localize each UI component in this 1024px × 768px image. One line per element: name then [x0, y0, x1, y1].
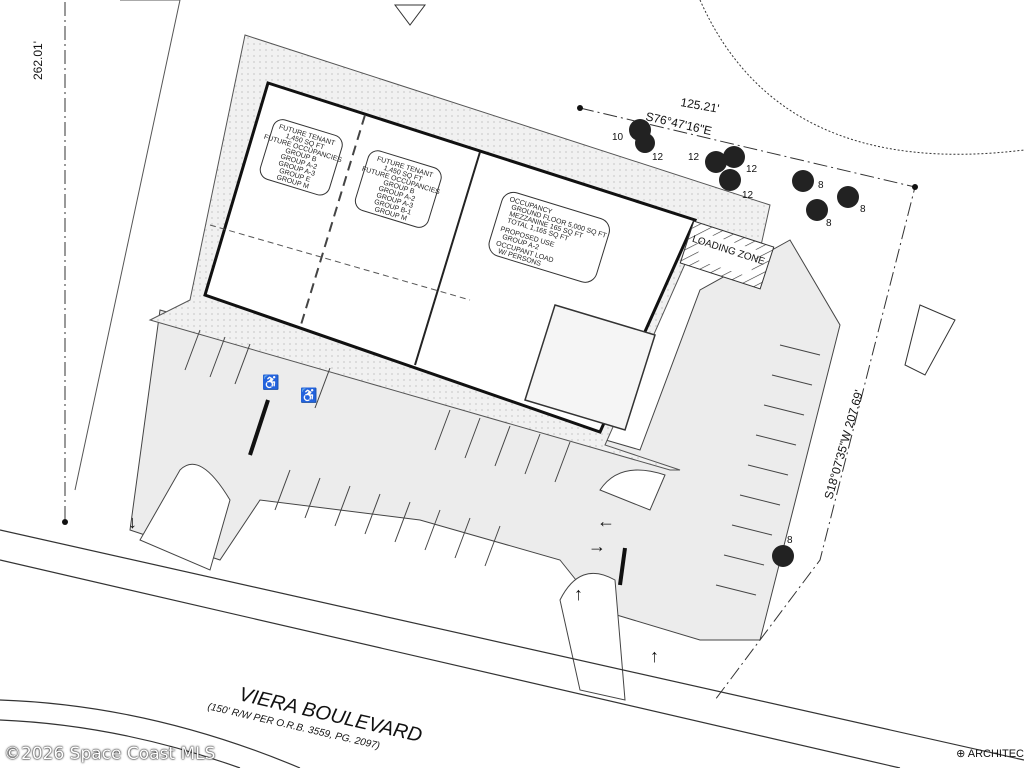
trees: [629, 119, 859, 567]
svg-text:12: 12: [742, 190, 754, 201]
north-line-bearing: S76°47'16"E: [644, 109, 713, 138]
tree-icon: [719, 169, 741, 191]
road-edge: [0, 559, 901, 768]
accessible-parking-icon: ♿: [300, 387, 317, 404]
landscape-island: [599, 469, 666, 511]
parking-stalls: [184, 329, 821, 596]
svg-text:8: 8: [860, 204, 866, 215]
road-edge: [0, 529, 1024, 761]
north-arrow-icon: ⊕: [956, 748, 968, 760]
interior-rooms: [524, 304, 656, 431]
tree-size-labels: 10 12 12 12 12 8 8 8 8: [612, 132, 866, 546]
loading-zone: LOADING ZONE: [679, 220, 775, 290]
accessible-parking-icon: ♿: [262, 374, 279, 391]
svg-text:12: 12: [652, 152, 664, 163]
road-median: [0, 699, 301, 768]
tree-icon: [705, 151, 727, 173]
road-label: VIERA BOULEVARD (150' R/W PER O.R.B. 355…: [206, 683, 424, 751]
tree-icon: [806, 199, 828, 221]
east-line-dimension: S18°07'35"W 207.69': [821, 388, 866, 501]
occupancy-box: OCCUPANCYGROUND FLOOR 5,000 SQ FTMEZZANI…: [488, 191, 610, 283]
mezzanine-line: [209, 224, 471, 301]
svg-text:10: 10: [612, 132, 624, 143]
landscape-island: [139, 463, 231, 571]
architect-label: ⊕ ARCHITEC: [956, 748, 1024, 760]
landscape-island: [559, 572, 626, 701]
tree-icon: [837, 186, 859, 208]
tenant-box-1: FUTURE TENANT1,450 SQ FTFUTURE OCCUPANCI…: [259, 119, 343, 196]
arrow-left-icon: ←: [597, 511, 615, 531]
arrow-up-icon: ↑: [650, 646, 659, 666]
svg-text:12: 12: [688, 152, 700, 163]
svg-text:8: 8: [826, 218, 832, 229]
tenant-divider: [299, 114, 366, 329]
property-line: [64, 0, 916, 701]
svg-text:8: 8: [787, 535, 793, 546]
tree-icon: [635, 133, 655, 153]
tenant-wall: [414, 151, 481, 366]
arrow-right-icon: →: [588, 536, 606, 556]
arrow-down-icon: ↓: [128, 512, 137, 532]
tree-icon: [723, 146, 745, 168]
tree-icon: [772, 545, 794, 567]
svg-text:12: 12: [746, 164, 758, 175]
north-line-length: 125.21': [679, 95, 720, 116]
svg-text:8: 8: [818, 180, 824, 191]
tree-icon: [792, 170, 814, 192]
watermark: ©2026 Space Coast MLS: [4, 744, 216, 764]
tenant-box-2: FUTURE TENANT1,450 SQ FTFUTURE OCCUPANCI…: [354, 150, 442, 228]
parking-lot: [129, 239, 841, 641]
west-line-dimension: 262.01': [31, 41, 45, 80]
traffic-arrows: ↓ ← → ↑ ↑: [128, 511, 659, 666]
arrow-up-icon: ↑: [574, 584, 583, 604]
